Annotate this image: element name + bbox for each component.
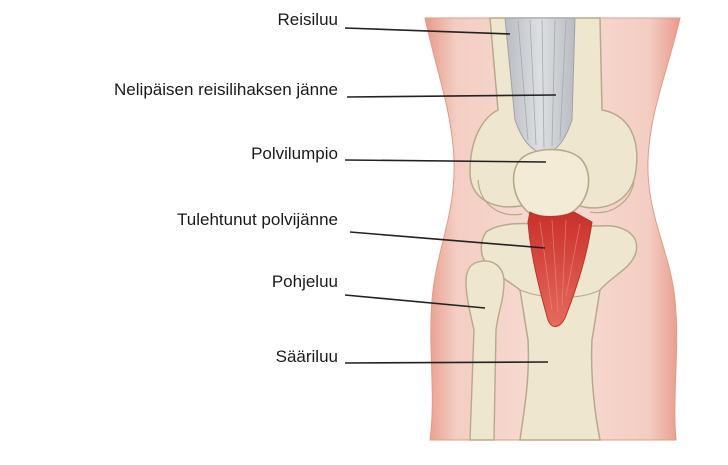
leader-tibia <box>345 362 548 363</box>
patella-shape <box>514 150 589 219</box>
label-tibia: Sääriluu <box>276 347 338 367</box>
label-femur: Reisiluu <box>278 10 338 30</box>
label-patella: Polvilumpio <box>251 144 338 164</box>
label-inflamed-tendon: Tulehtunut polvijänne <box>177 210 338 230</box>
label-quad-tendon: Nelipäisen reisilihaksen jänne <box>114 80 338 100</box>
label-fibula: Pohjeluu <box>272 272 338 292</box>
